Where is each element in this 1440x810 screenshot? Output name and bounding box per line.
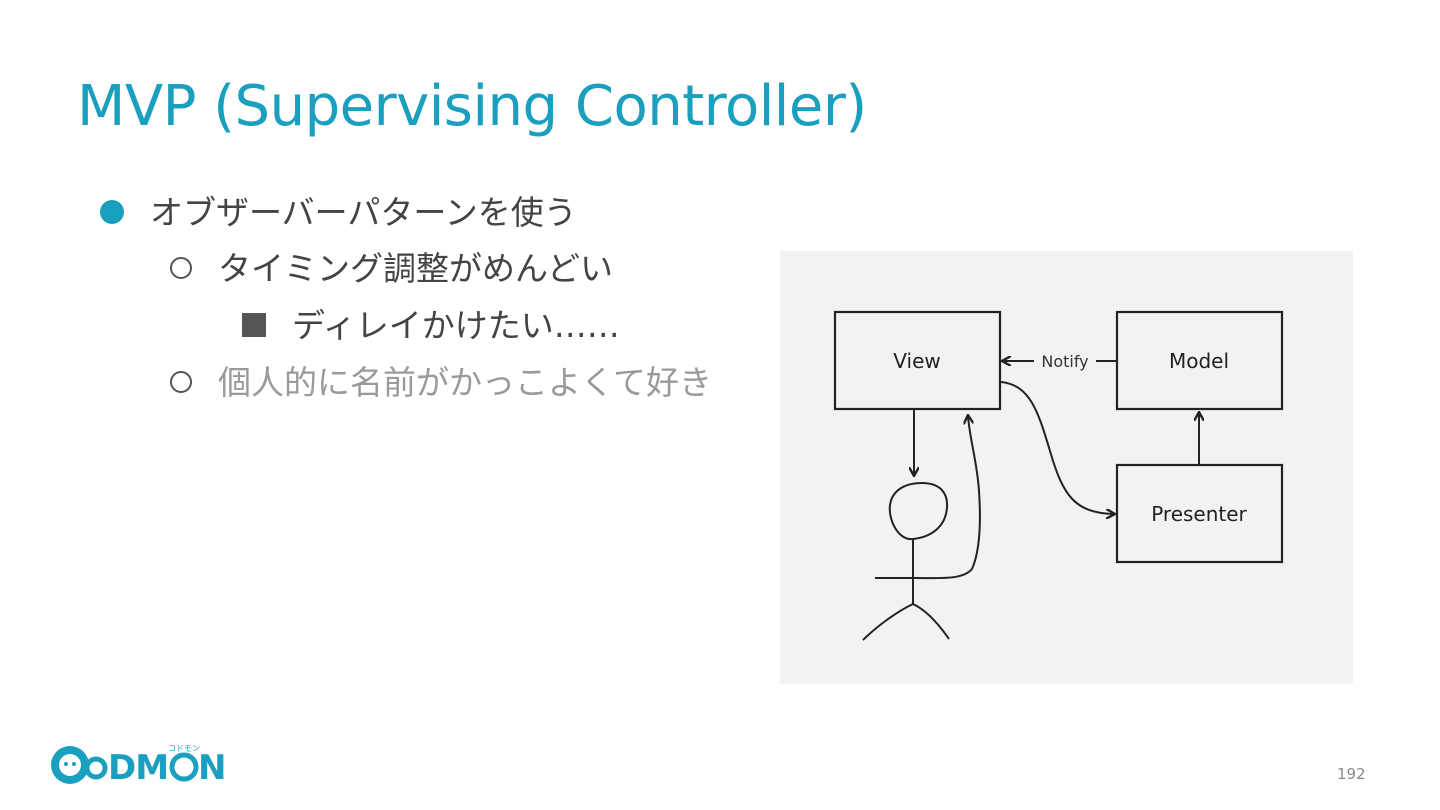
mvp-diagram: View Model Presenter Notify	[780, 251, 1353, 684]
model-label: Model	[1169, 349, 1229, 373]
square-bullet-icon	[242, 312, 266, 337]
bullet-level2: タイミング調整がめんどい	[170, 242, 613, 290]
user-head-icon	[888, 481, 949, 541]
bullet-level1: オブザーバーパターンを使う	[100, 186, 577, 234]
bullet-text: タイミング調整がめんどい	[218, 249, 614, 288]
view-box	[833, 310, 1002, 411]
user-arms	[875, 568, 973, 580]
slide-title: MVP (Supervising Controller)	[77, 74, 867, 139]
svg-text:DM: DM	[108, 748, 168, 786]
model-box	[1115, 310, 1284, 411]
user-left-leg	[862, 603, 914, 641]
hollow-circle-bullet-icon	[170, 370, 192, 393]
codmon-logo: DM N コドモン	[51, 744, 226, 786]
diagram-canvas: View Model Presenter Notify	[833, 310, 1284, 641]
page-number: 192	[1337, 765, 1366, 783]
svg-text:N: N	[198, 748, 226, 786]
bullet-text: ディレイかけたい……	[292, 306, 620, 345]
user-to-view-arrow	[968, 416, 981, 570]
bullet-level3: ディレイかけたい……	[242, 299, 620, 347]
presenter-label: Presenter	[1151, 502, 1247, 526]
bullet-level2-muted: 個人的に名前がかっこよくて好き	[170, 356, 712, 404]
notify-label: Notify	[1041, 352, 1088, 371]
user-right-leg	[912, 603, 950, 640]
filled-circle-bullet-icon	[100, 199, 124, 224]
view-to-presenter-arrow	[1000, 381, 1114, 514]
presenter-box	[1115, 463, 1284, 564]
view-label: View	[893, 349, 940, 373]
bullet-text: オブザーバーパターンを使う	[150, 193, 577, 232]
hollow-circle-bullet-icon	[170, 256, 192, 279]
logo-kana: コドモン	[168, 744, 200, 753]
bullet-text: 個人的に名前がかっこよくて好き	[218, 363, 713, 402]
